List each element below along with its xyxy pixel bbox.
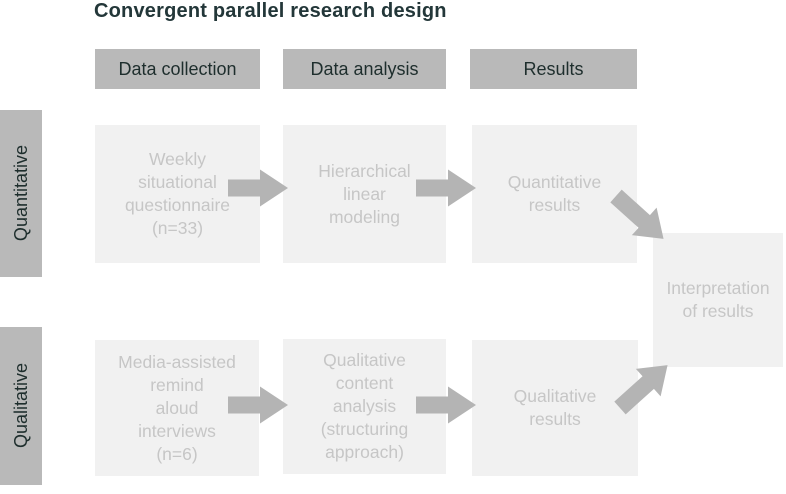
box-text: Interpretation of results: [666, 278, 770, 321]
box-qualitative-results: Qualitative results: [472, 340, 638, 476]
box-text: Qualitative content analysis (structurin…: [320, 350, 409, 462]
box-text: Hierarchical linear modeling: [318, 160, 411, 227]
box-text: Weekly situational questionnaire (n=33): [124, 149, 231, 238]
box-quantitative-results: Quantitative results: [472, 125, 637, 263]
box-text: Qualitative results: [513, 386, 597, 429]
box-text: Quantitative results: [507, 172, 602, 215]
diagram-title: Convergent parallel research design: [94, 0, 447, 22]
box-quantitative-data-collection: Weekly situational questionnaire (n=33): [95, 125, 260, 263]
box-interpretation-of-results: Interpretation of results: [653, 233, 783, 367]
row-label-text: Qualitative: [10, 363, 31, 449]
column-header-results: Results: [470, 49, 637, 89]
column-header-label: Results: [523, 58, 584, 79]
box-text: Media-assisted remind aloud interviews (…: [118, 351, 236, 464]
column-header-data-collection: Data collection: [95, 49, 260, 89]
column-header-label: Data analysis: [310, 58, 419, 79]
box-qualitative-data-collection: Media-assisted remind aloud interviews (…: [95, 340, 259, 476]
column-header-label: Data collection: [118, 58, 237, 79]
row-label-text: Quantitative: [10, 145, 31, 242]
row-label-qualitative: Qualitative: [0, 327, 42, 485]
box-qualitative-data-analysis: Qualitative content analysis (structurin…: [283, 339, 446, 474]
box-quantitative-data-analysis: Hierarchical linear modeling: [283, 125, 446, 263]
column-header-data-analysis: Data analysis: [283, 49, 446, 89]
row-label-quantitative: Quantitative: [0, 110, 42, 277]
